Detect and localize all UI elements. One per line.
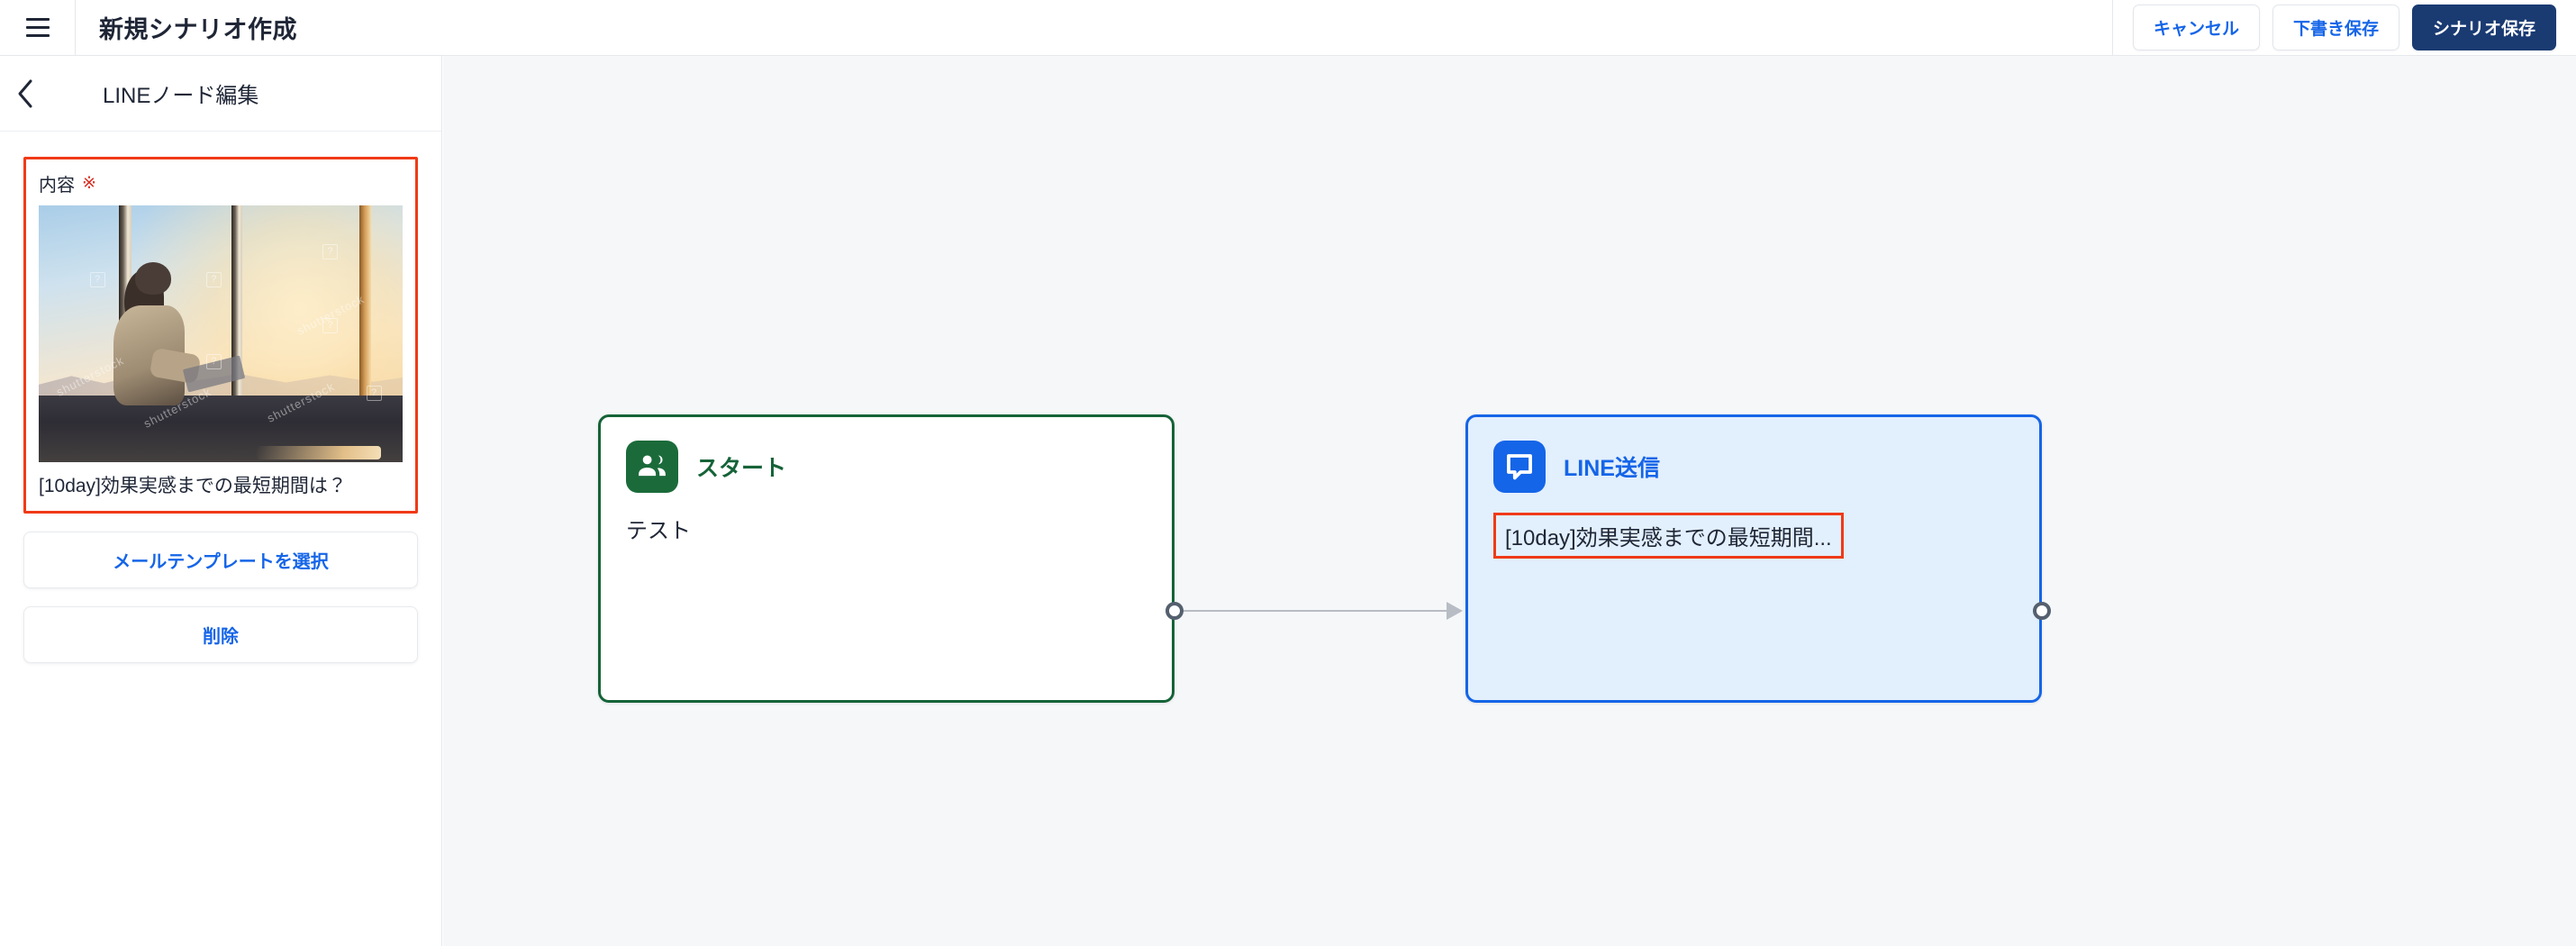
content-thumbnail-image[interactable]: shutterstock shutterstock shutterstock s…: [39, 205, 403, 462]
top-bar: 新規シナリオ作成 キャンセル 下書き保存 シナリオ保存: [0, 0, 2576, 56]
scenario-flow-canvas[interactable]: スタート テスト LINE送信 [10day]効果実感までの最短期間...: [443, 56, 2576, 946]
flow-node-line-send[interactable]: LINE送信 [10day]効果実感までの最短期間...: [1465, 414, 2042, 703]
save-scenario-button[interactable]: シナリオ保存: [2411, 5, 2556, 50]
top-bar-actions: キャンセル 下書き保存 シナリオ保存: [2111, 0, 2576, 56]
node-header: LINE送信: [1468, 417, 2039, 493]
toolbar-divider: [2111, 0, 2113, 56]
sidebar-title: LINEノード編集: [103, 84, 259, 108]
flow-node-start[interactable]: スタート テスト: [598, 414, 1175, 703]
select-mail-template-button[interactable]: メールテンプレートを選択: [23, 532, 418, 589]
page-title: 新規シナリオ作成: [99, 16, 297, 43]
node-title: LINE送信: [1564, 456, 1660, 481]
node-title: スタート: [696, 456, 787, 481]
content-label-text: 内容: [39, 176, 75, 196]
watermark-box-icon: [89, 272, 105, 288]
required-mark-icon: ※: [82, 174, 96, 193]
cancel-button[interactable]: キャンセル: [2132, 5, 2260, 50]
chevron-left-icon[interactable]: [0, 78, 50, 109]
thumbnail-bench-highlight: [257, 446, 381, 460]
sidebar-body: 内容 ※ shutterstock: [0, 132, 441, 664]
watermark-box-icon: [205, 272, 222, 288]
watermark-box-icon: [322, 243, 339, 259]
content-caption-text: [10day]効果実感までの最短期間は？: [39, 476, 347, 496]
sidebar-header: LINEノード編集: [0, 56, 441, 132]
node-edit-sidebar: LINEノード編集 内容 ※: [0, 56, 442, 946]
watermark-box-icon: [205, 354, 222, 370]
node-body-text: テスト: [626, 519, 691, 543]
node-body-text-highlighted[interactable]: [10day]効果実感までの最短期間...: [1493, 513, 1844, 559]
thumbnail-person: [108, 261, 202, 406]
node-output-port-line-send[interactable]: [2033, 602, 2051, 620]
arrow-right-icon: [1447, 602, 1463, 620]
node-header: スタート: [601, 417, 1172, 493]
flow-edge-line: [1182, 610, 1450, 612]
hamburger-menu-icon[interactable]: [0, 0, 76, 55]
watermark-box-icon: [322, 318, 339, 334]
node-body: [10day]効果実感までの最短期間...: [1468, 493, 2039, 563]
node-output-port-start[interactable]: [1166, 602, 1184, 620]
node-body: テスト: [601, 493, 1172, 544]
hamburger-bar-1: [25, 18, 50, 21]
delete-button[interactable]: 削除: [23, 606, 418, 664]
people-group-icon: [626, 441, 678, 493]
watermark-box-icon: [366, 385, 382, 401]
thumbnail-person-head: [135, 261, 172, 296]
save-draft-button[interactable]: 下書き保存: [2272, 5, 2399, 50]
content-field-label: 内容 ※: [39, 170, 403, 196]
speech-bubble-icon: [1493, 441, 1546, 493]
hamburger-bar-3: [25, 34, 50, 37]
thumbnail-bench: [39, 395, 403, 462]
hamburger-bar-2: [25, 26, 50, 29]
content-field-card[interactable]: 内容 ※ shutterstock: [23, 157, 418, 514]
